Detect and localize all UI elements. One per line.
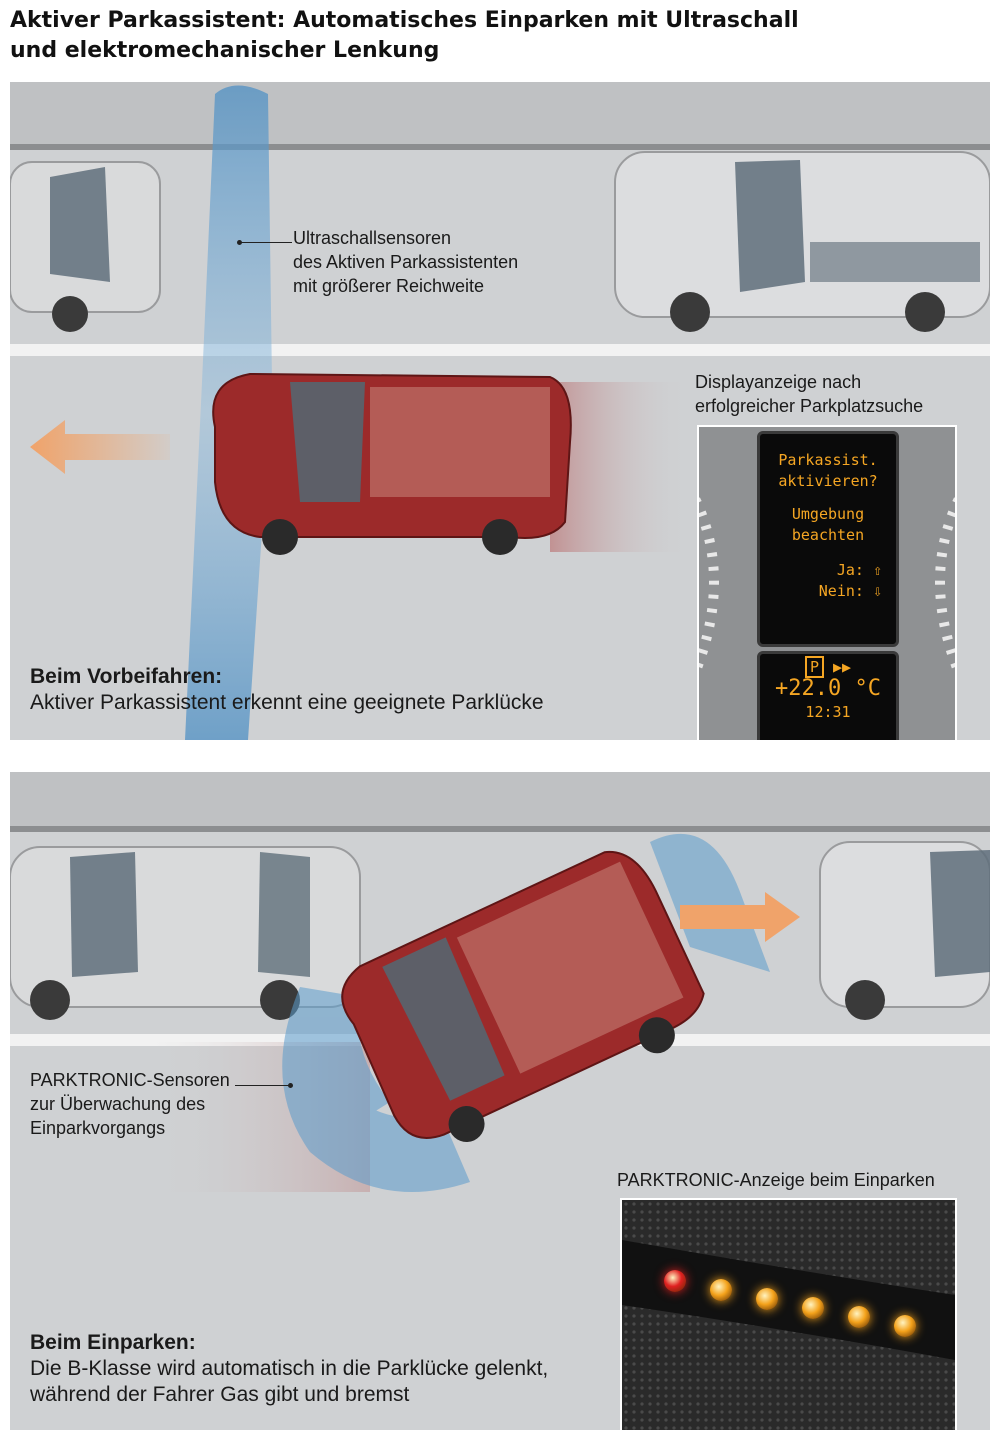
parked-car-right-bottom xyxy=(819,841,990,1020)
direction-arrow-left xyxy=(30,420,170,474)
parktronic-led-amber xyxy=(848,1306,870,1328)
lcd-yes-row: Ja: ⇧ xyxy=(760,560,896,581)
parktronic-led-amber xyxy=(756,1288,778,1310)
display-heading: Displayanzeige nach erfolgreicher Parkpl… xyxy=(695,372,924,416)
parktronic-sensor-label: PARKTRONIC-Sensoren zur Überwachung des … xyxy=(30,1070,230,1138)
parked-car-left xyxy=(10,161,161,332)
parked-sedan-left xyxy=(10,846,361,1020)
sensor-leader-dot xyxy=(237,240,242,245)
top-scene xyxy=(10,85,990,740)
motion-blur xyxy=(550,382,690,552)
parktronic-led-red xyxy=(664,1270,686,1292)
title-line-2: und elektromechanischer Lenkung xyxy=(10,38,440,63)
lcd-time: 12:31 xyxy=(805,703,851,721)
direction-arrow-right xyxy=(680,892,800,942)
arrow-down-icon: ⇩ xyxy=(872,582,882,600)
page-title: Aktiver Parkassistent: Automatisches Ein… xyxy=(10,6,990,66)
lcd-no-label: Nein: xyxy=(818,582,864,600)
far-lane xyxy=(10,82,990,144)
lcd-no-row: Nein: ⇩ xyxy=(760,581,896,602)
parktronic-led-amber xyxy=(710,1279,732,1301)
parked-car-right xyxy=(614,151,990,332)
sensor-leader-line xyxy=(240,242,292,243)
parktronic-texture xyxy=(622,1200,955,1430)
caption-parking-line-2: während der Fahrer Gas gibt und bremst xyxy=(30,1383,410,1406)
caption-parking-line-1: Die B-Klasse wird automatisch in die Par… xyxy=(30,1357,549,1380)
lcd-line-3: Umgebung xyxy=(791,505,865,523)
panel-parking: PARKTRONIC-Sensoren zur Überwachung des … xyxy=(10,772,990,1430)
lcd-line-2: aktivieren? xyxy=(778,472,878,490)
gauge-arcs xyxy=(699,495,955,677)
bottom-scene xyxy=(10,833,990,1192)
caption-passing-heading: Beim Vorbeifahren: xyxy=(30,665,223,688)
parktronic-led-amber xyxy=(894,1315,916,1337)
parktronic-display xyxy=(620,1198,957,1430)
lcd-temperature: +22.0 °C xyxy=(775,676,881,701)
caption-passing-text: Aktiver Parkassistent erkennt eine geeig… xyxy=(30,691,544,714)
title-line-1: Aktiver Parkassistent: Automatisches Ein… xyxy=(10,8,799,33)
lcd-yes-label: Ja: xyxy=(836,561,864,579)
parktronic-leader-dot xyxy=(288,1083,293,1088)
parktronic-led-amber xyxy=(802,1297,824,1319)
arrow-up-icon: ⇧ xyxy=(872,561,882,579)
caption-parking-heading: Beim Einparken: xyxy=(30,1331,196,1354)
red-car-passing xyxy=(212,372,572,555)
lcd-line-4: beachten xyxy=(791,526,865,544)
far-lane-bottom xyxy=(10,772,990,826)
lcd-status-screen: P ▶▶ +22.0 °C 12:31 xyxy=(757,651,899,740)
parktronic-leader-line xyxy=(235,1085,289,1086)
lane-line xyxy=(10,144,990,150)
red-car-parking xyxy=(341,851,705,1143)
panel-passing: Ultraschallsensoren des Aktiven Parkassi… xyxy=(10,82,990,740)
ultrasonic-sensor-label: Ultraschallsensoren des Aktiven Parkassi… xyxy=(293,228,519,296)
lcd-menu-screen: Parkassist. aktivieren? Umgebung beachte… xyxy=(757,431,899,647)
lcd-line-1: Parkassist. xyxy=(778,451,878,469)
caption-passing: Beim Vorbeifahren: Aktiver Parkassistent… xyxy=(30,664,544,716)
lane-line-bottom xyxy=(10,826,990,832)
instrument-display: Parkassist. aktivieren? Umgebung beachte… xyxy=(697,425,957,740)
caption-parking: Beim Einparken: Die B-Klasse wird automa… xyxy=(30,1330,548,1408)
parking-icon: P ▶▶ xyxy=(760,656,896,678)
parktronic-heading: PARKTRONIC-Anzeige beim Einparken xyxy=(617,1170,935,1190)
